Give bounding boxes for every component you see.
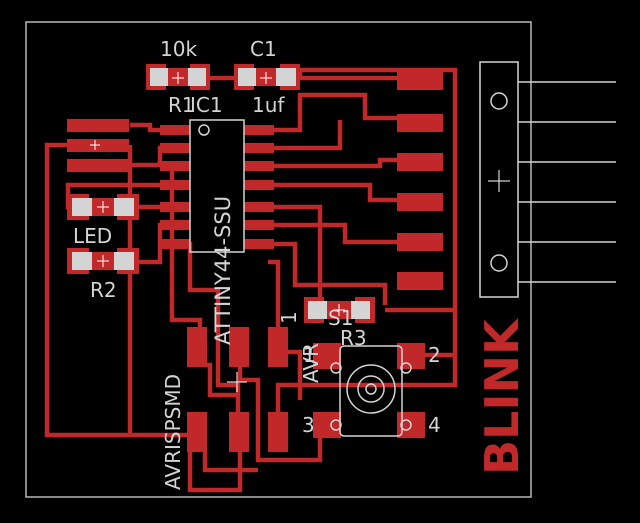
ic-pin (160, 220, 190, 230)
avr-label: AVR (299, 343, 323, 383)
switch-pad (313, 343, 341, 369)
ic-pin (244, 125, 274, 135)
header-pad (397, 272, 443, 290)
header-pad (397, 72, 443, 90)
isp-pad (187, 327, 207, 367)
ic-pin (244, 143, 274, 153)
isp-pad (268, 412, 288, 452)
ic-pin (160, 161, 190, 171)
switch-pin1-label: 1 (303, 343, 316, 367)
ic-pin (244, 239, 274, 249)
isp-name-label: AVRISPSMD (161, 374, 185, 490)
ic-name-label: IC1 (190, 93, 223, 117)
r1-value-label: 10k (160, 37, 197, 61)
isp-pad (229, 327, 249, 367)
ic-part-label: ATTINY44-SSU (211, 196, 235, 345)
c1-value-label: 1uf (252, 93, 285, 117)
board-outline (25, 21, 532, 498)
s1-name-label: S1 (328, 306, 353, 330)
ic-pin (160, 125, 190, 135)
ic-pin (244, 202, 274, 212)
ic-pin (160, 202, 190, 212)
u-pad-1 (67, 119, 129, 132)
circle-hole-icon (490, 254, 508, 272)
header-pad (397, 193, 443, 211)
switch-pin2-label: 2 (428, 343, 441, 367)
header-pad (397, 114, 443, 132)
r2-name-label: R2 (90, 278, 117, 302)
isp-pad (187, 412, 207, 452)
isp-pad (229, 412, 249, 452)
c1-name-label: C1 (250, 37, 277, 61)
r1-name-label: R1 (168, 93, 195, 117)
switch-pin4-label: 4 (428, 413, 441, 437)
header-pad (397, 233, 443, 251)
switch-pin3-label: 3 (302, 413, 315, 437)
circle-hole-icon (490, 92, 508, 110)
switch-pad (313, 412, 341, 438)
plus-icon (90, 72, 510, 392)
ic-pin (160, 180, 190, 190)
u-pad-3 (67, 159, 129, 172)
ic-pin (244, 161, 274, 171)
labels: 10k C1 R1 IC1 1uf LED R2 ATTINY44-SSU AV… (73, 37, 441, 490)
r3-name-label: R3 (340, 326, 367, 350)
led-name-label: LED (73, 224, 112, 248)
ic-pin (160, 143, 190, 153)
ic-pin (244, 220, 274, 230)
header-pad (397, 153, 443, 171)
ic-pin (160, 239, 190, 249)
isp-pad (268, 327, 288, 367)
silkscreen (72, 61, 616, 437)
board-title-label: BLINK (475, 317, 529, 475)
isp-pin1-label: 1 (277, 311, 301, 324)
ic-pin (244, 180, 274, 190)
